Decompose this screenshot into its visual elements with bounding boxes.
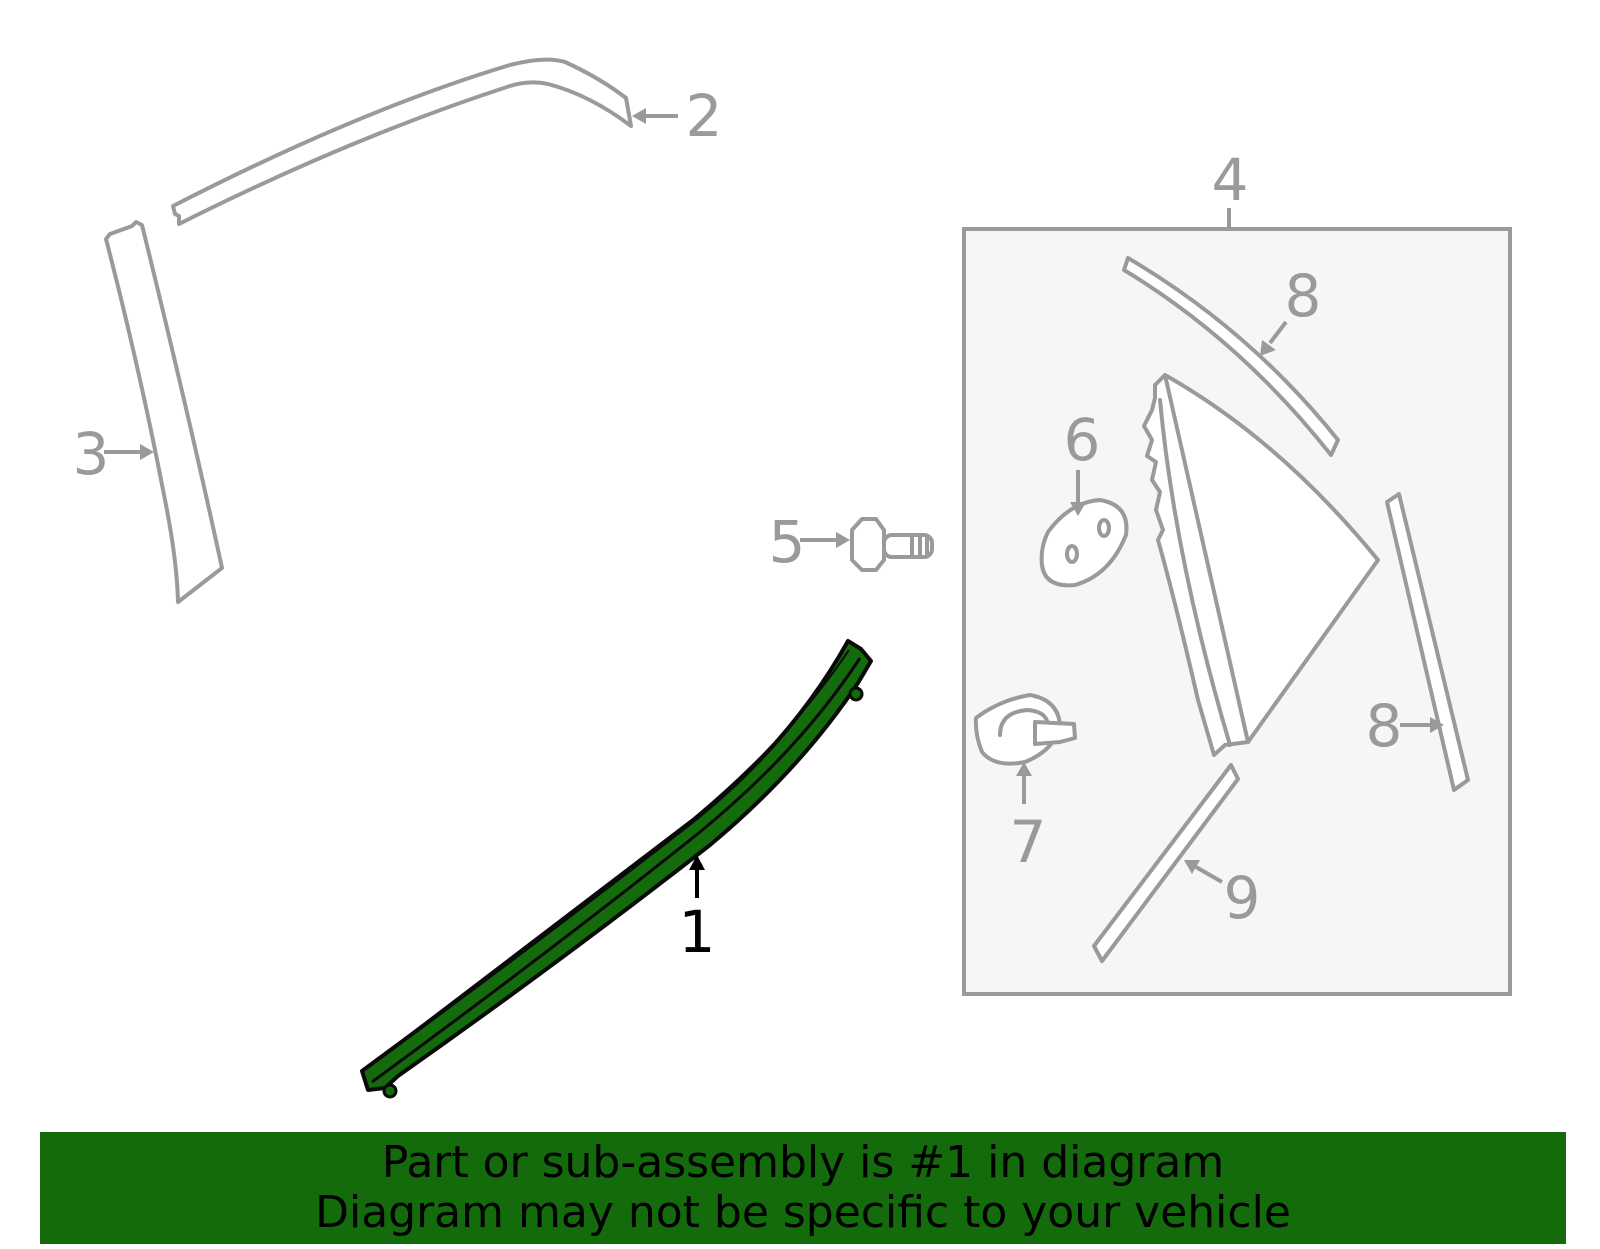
callout-6: 6 [1064,406,1101,474]
part-1-clip-top [848,686,864,702]
part-1-body [360,639,873,1092]
callout-7: 7 [1010,808,1047,876]
callout-8-side: 8 [1366,692,1403,760]
callout-8-upper: 8 [1285,262,1322,330]
part-1-clip-bottom [382,1083,398,1099]
part-4-quarter-glass [1142,373,1380,757]
callout-1: 1 [679,898,716,966]
part-7-clip [973,693,1077,766]
part-8-upper-molding [1122,256,1340,457]
callout-4: 4 [1212,146,1249,214]
part-1-inner-edge-2 [365,649,850,1069]
part-9-lower-molding [1092,763,1240,963]
part-2-upper-molding [171,57,633,226]
part-8-side-molding [1385,492,1470,792]
callout-2: 2 [686,82,723,150]
banner-line-1: Part or sub-assembly is #1 in diagram [381,1137,1225,1188]
part-3-pillar-molding [104,220,224,604]
part-1-run-channel [360,639,873,1099]
part-6-bracket-plate [1039,498,1129,588]
banner-line-2: Diagram may not be specific to your vehi… [315,1187,1291,1238]
info-banner: Part or sub-assembly is #1 in diagram Di… [40,1132,1566,1244]
callout-9: 9 [1224,864,1261,932]
part-5-screw [850,517,934,572]
callout-5: 5 [769,508,806,576]
part-1-inner-edge [371,657,862,1084]
callout-3: 3 [73,420,110,488]
leader-arrows [104,108,1444,898]
